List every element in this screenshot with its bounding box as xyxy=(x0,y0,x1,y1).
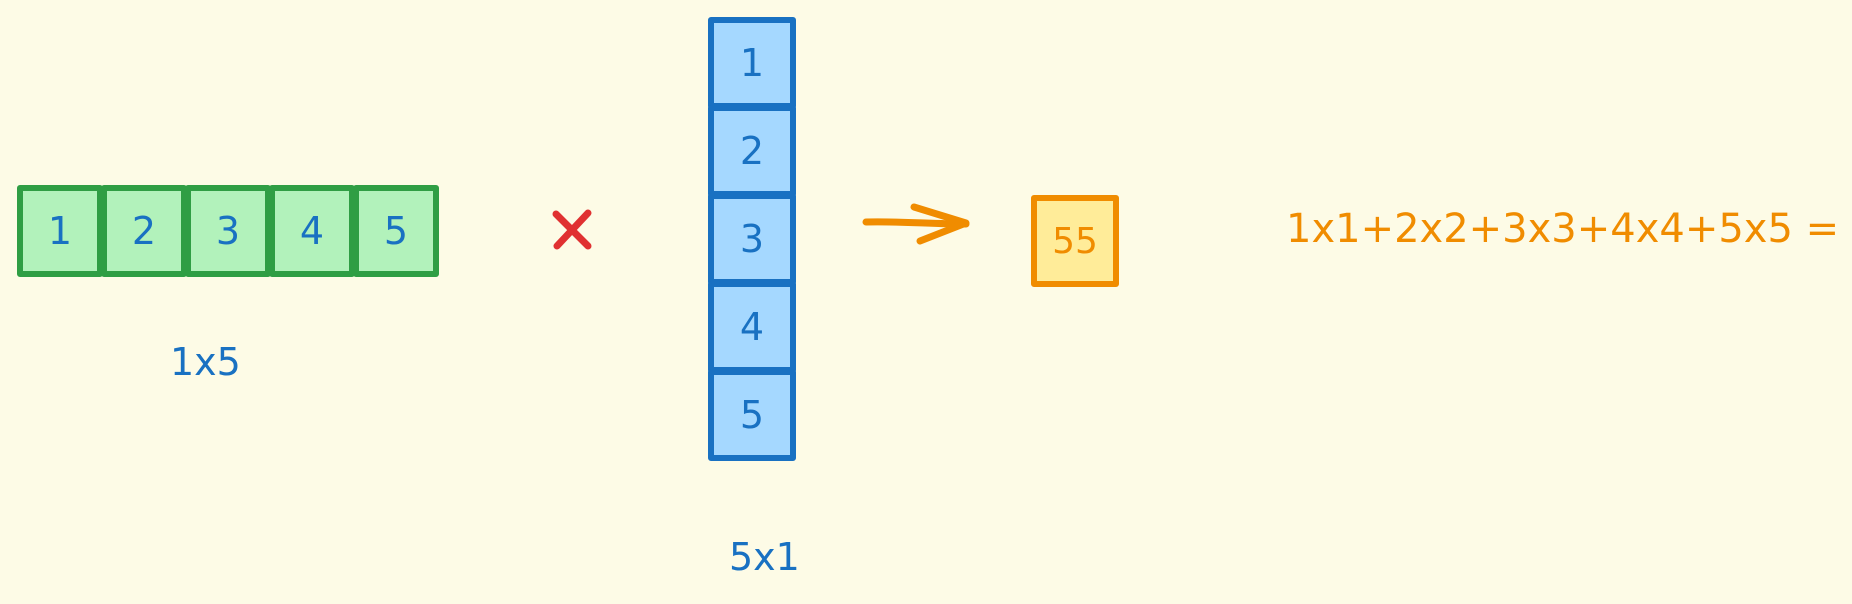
column-vector-cell: 2 xyxy=(708,105,796,197)
multiply-icon xyxy=(552,209,592,250)
result-value-box: 55 xyxy=(1031,195,1119,287)
row-vector-cell: 1 xyxy=(17,185,103,277)
right-arrow-icon xyxy=(862,203,970,245)
column-vector-dimension-label: 5x1 xyxy=(729,535,800,579)
row-vector-cell: 5 xyxy=(353,185,439,277)
column-vector-cell: 3 xyxy=(708,193,796,285)
column-vector-cell: 5 xyxy=(708,369,796,461)
row-vector-cell: 2 xyxy=(101,185,187,277)
row-vector-cell: 3 xyxy=(185,185,271,277)
equation-text: 1x1+2x2+3x3+4x4+5x5 = 55 xyxy=(1286,206,1852,252)
column-vector-cell: 1 xyxy=(708,17,796,109)
row-vector-cell: 4 xyxy=(269,185,355,277)
column-vector-cell: 4 xyxy=(708,281,796,373)
row-vector-dimension-label: 1x5 xyxy=(170,340,241,384)
